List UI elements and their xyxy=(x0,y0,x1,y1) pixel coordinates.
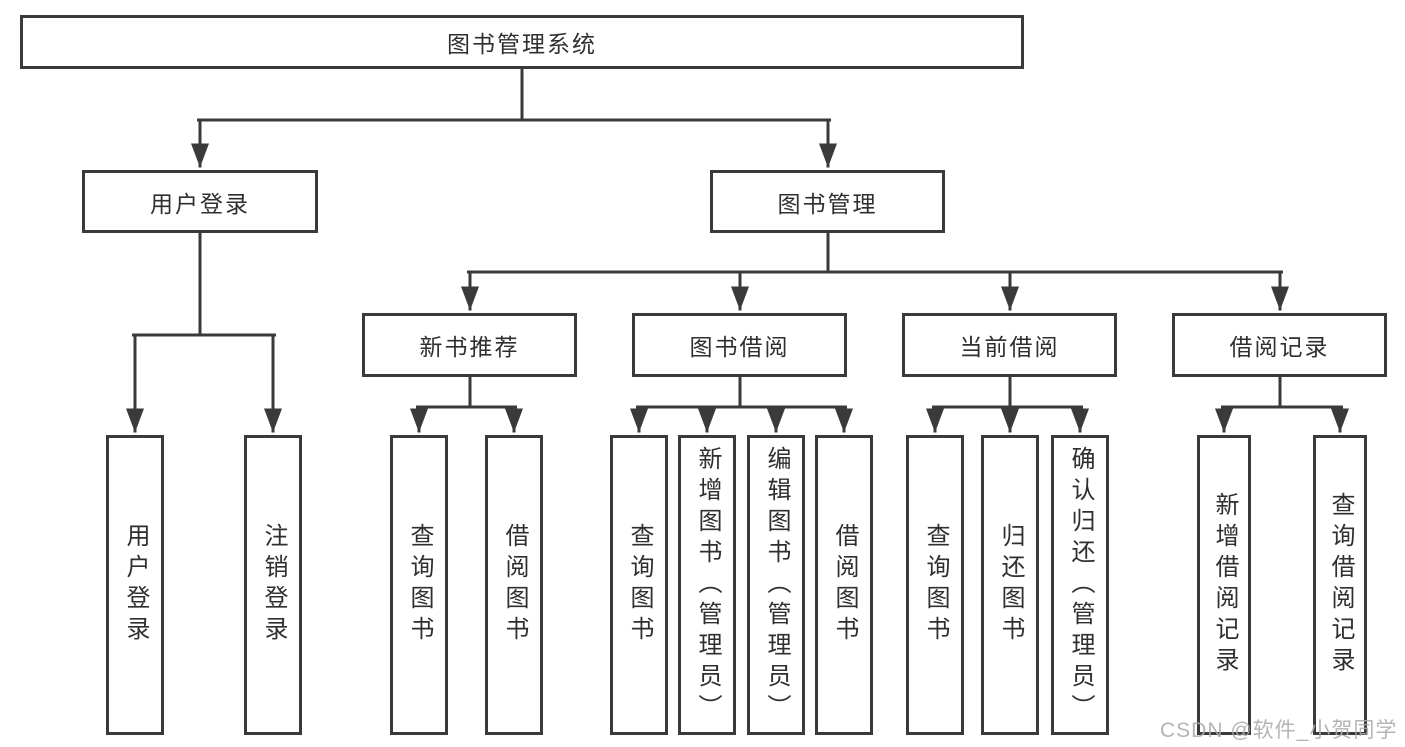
node-query-books-recommend-label: 查询图书 xyxy=(406,523,433,647)
node-add-borrow-record: 新增借阅记录 xyxy=(1197,435,1251,735)
node-query-books-current: 查询图书 xyxy=(906,435,964,735)
node-confirm-return-admin-label: 确认归还（管理员） xyxy=(1067,445,1094,725)
node-add-books-admin: 新增图书（管理员） xyxy=(678,435,736,735)
node-logout-action-label: 注销登录 xyxy=(260,523,287,647)
node-borrow-books-recommend: 借阅图书 xyxy=(485,435,543,735)
node-edit-books-admin-label: 编辑图书（管理员） xyxy=(763,445,790,725)
node-borrow-records-label: 借阅记录 xyxy=(1229,334,1330,360)
node-user-login-label: 用户登录 xyxy=(150,190,250,217)
node-login-action-label: 用户登录 xyxy=(122,523,149,647)
node-edit-books-admin: 编辑图书（管理员） xyxy=(747,435,805,735)
node-current-borrowing: 当前借阅 xyxy=(902,313,1117,377)
node-query-books-borrowing: 查询图书 xyxy=(610,435,668,735)
watermark: CSDN @软件_小贺同学 xyxy=(1160,719,1398,742)
node-root: 图书管理系统 xyxy=(20,15,1024,69)
node-query-borrow-record: 查询借阅记录 xyxy=(1313,435,1367,735)
node-user-login: 用户登录 xyxy=(82,170,318,233)
node-root-label: 图书管理系统 xyxy=(447,31,597,57)
node-login-action: 用户登录 xyxy=(106,435,164,735)
node-return-books-label: 归还图书 xyxy=(997,523,1024,647)
node-new-book-recommend-label: 新书推荐 xyxy=(419,334,520,360)
node-borrow-books-recommend-label: 借阅图书 xyxy=(501,523,528,647)
node-confirm-return-admin: 确认归还（管理员） xyxy=(1051,435,1109,735)
node-book-borrowing-label: 图书借阅 xyxy=(689,334,790,360)
node-query-books-recommend: 查询图书 xyxy=(390,435,448,735)
node-book-management-label: 图书管理 xyxy=(777,190,878,217)
node-borrow-books-borrowing-label: 借阅图书 xyxy=(831,523,858,647)
node-add-books-admin-label: 新增图书（管理员） xyxy=(694,445,721,725)
node-return-books: 归还图书 xyxy=(981,435,1039,735)
node-logout-action: 注销登录 xyxy=(244,435,302,735)
node-book-borrowing: 图书借阅 xyxy=(632,313,847,377)
node-query-books-current-label: 查询图书 xyxy=(922,523,949,647)
node-query-borrow-record-label: 查询借阅记录 xyxy=(1327,492,1354,678)
node-borrow-records: 借阅记录 xyxy=(1172,313,1387,377)
node-current-borrowing-label: 当前借阅 xyxy=(959,334,1060,360)
node-borrow-books-borrowing: 借阅图书 xyxy=(815,435,873,735)
node-query-books-borrowing-label: 查询图书 xyxy=(626,523,653,647)
connectors xyxy=(126,67,1349,433)
node-new-book-recommend: 新书推荐 xyxy=(362,313,577,377)
node-book-management: 图书管理 xyxy=(710,170,945,233)
node-add-borrow-record-label: 新增借阅记录 xyxy=(1211,492,1238,678)
